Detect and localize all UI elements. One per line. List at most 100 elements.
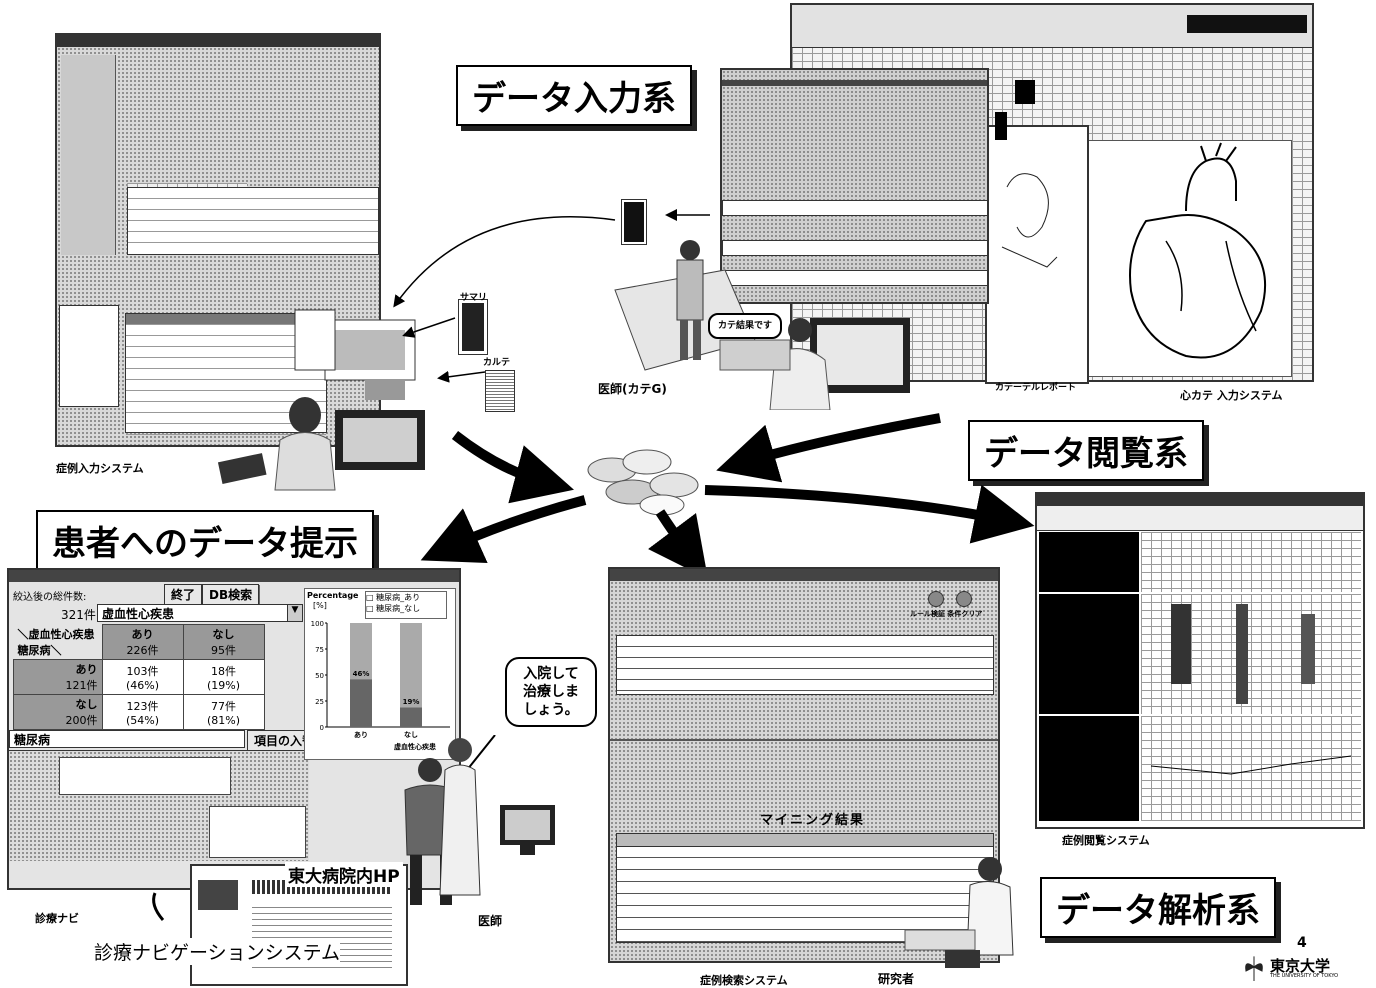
- end-button[interactable]: 終了: [164, 584, 203, 605]
- university-name: 東京大学: [1270, 957, 1331, 975]
- db-search-button[interactable]: DB検索: [202, 584, 260, 605]
- speech-line-2: 治療しま: [523, 684, 579, 700]
- cell-22: 77件: [211, 699, 236, 713]
- condition-rows[interactable]: [616, 635, 994, 695]
- window-titlebar: [57, 35, 379, 47]
- page-number: 4: [1297, 935, 1307, 951]
- trend-line: [1150, 755, 1352, 775]
- hospital-hp-caption: 東大病院内HP: [285, 862, 403, 887]
- navigation-system-caption: 診療ナビゲーションシステム: [94, 938, 341, 965]
- speech-line-3: しょう。: [523, 702, 579, 718]
- row-no: なし: [75, 698, 98, 711]
- cath-input-window: [720, 68, 989, 304]
- x-axis-title: 虚血性心疾患: [394, 742, 436, 751]
- item-select-value: 糖尿病: [14, 733, 51, 747]
- database-icon: [587, 449, 699, 516]
- search-controls: [616, 747, 992, 787]
- cell-21: 123件: [126, 699, 159, 713]
- medical-navi-caption: 診療ナビ: [35, 912, 79, 925]
- cell-12: 18件: [211, 664, 236, 678]
- patient-present-label: 患者へのデータ提示: [36, 510, 374, 571]
- y-tick-label: 0: [320, 724, 324, 732]
- side-panel: [61, 55, 116, 255]
- researcher-figure: [904, 857, 1014, 968]
- count-label: 絞込後の総件数:: [13, 592, 87, 603]
- x-tick-label: あり: [354, 730, 368, 739]
- y-tick-label: 25: [315, 698, 324, 706]
- data-input-label: データ入力系: [456, 65, 692, 126]
- operator-figure: [217, 309, 425, 491]
- x-tick-label: なし: [404, 730, 418, 739]
- col-no-count: 95件: [211, 644, 236, 657]
- filter-panel: [9, 750, 309, 861]
- cath-room-figure: [614, 240, 910, 410]
- cath-report-caption: カテーテルレポート: [995, 383, 1077, 393]
- report-doc-icon: [621, 199, 647, 245]
- chart-legend: □ 糖尿病_あり □ 糖尿病_なし: [365, 591, 447, 619]
- university-logo: 東京大学 THE UNIVERSITY OF TOKYO: [1240, 955, 1370, 983]
- case-search-window: ルール検証 条件クリア マイニング結果: [608, 567, 1000, 963]
- doctor-caption: 医師: [478, 914, 503, 928]
- cath-thumbnail-2: [995, 112, 1007, 140]
- header-left2: 糖尿病＼: [17, 643, 62, 657]
- disease-select[interactable]: 虚血性心疾患 ▼: [97, 604, 303, 622]
- col-yes-count: 226件: [126, 644, 159, 657]
- disease-select-value: 虚血性心疾患: [102, 607, 175, 621]
- legend-no: □ 糖尿病_なし: [366, 604, 421, 613]
- chevron-down-icon[interactable]: ▼: [287, 605, 302, 621]
- chart-doc: [485, 370, 515, 412]
- cath-thumbnail-1: [1015, 80, 1035, 104]
- cell-12-pct: (19%): [206, 678, 241, 692]
- speech-line-1: 入院して: [523, 666, 579, 682]
- researcher-caption: 研究者: [878, 972, 915, 986]
- header-left: ＼虚血性心疾患: [17, 627, 95, 641]
- sketch-drawing: [1001, 173, 1058, 268]
- university-name-en: THE UNIVERSITY OF TOKYO: [1270, 973, 1339, 979]
- y-tick-label: 50: [315, 672, 324, 680]
- summary-caption: サマリ: [460, 293, 488, 303]
- diagnosis-list: [127, 187, 379, 255]
- item-swap-button[interactable]: 項目の入替: [247, 730, 322, 751]
- item-select[interactable]: 糖尿病: [9, 730, 245, 748]
- bar-data-label: 46%: [353, 670, 370, 678]
- condition-table: [209, 806, 306, 858]
- cath-heart-panel: [1085, 140, 1292, 377]
- mining-title: マイニング結果: [760, 813, 866, 828]
- col-yes: あり: [131, 628, 154, 641]
- doctor-patient-figure: [404, 735, 555, 905]
- col-no: なし: [212, 628, 235, 641]
- cell-22-pct: (81%): [206, 713, 241, 727]
- data-analysis-label: データ解析系: [1040, 877, 1276, 938]
- bar-segment-yes: [400, 707, 422, 727]
- y-tick-label: 100: [311, 620, 324, 628]
- heart-drawing: [1129, 142, 1267, 359]
- bar-data-label: 19%: [403, 698, 420, 706]
- doctor-speech-bubble: 入院して 治療しま しょう。: [505, 657, 597, 727]
- chart-caption: カルテ: [483, 358, 511, 368]
- cardiac-cath-caption: 心カテ 入力システム: [1180, 389, 1283, 402]
- case-browse-window: [1035, 492, 1365, 829]
- case-browse-caption: 症例閲覧システム: [1062, 834, 1150, 847]
- case-input-window: [55, 33, 381, 447]
- mining-results-table[interactable]: [616, 833, 994, 943]
- doctor-cath-caption: 医師(カテG): [598, 382, 667, 396]
- case-input-caption: 症例入力システム: [56, 462, 144, 475]
- cath-speech-bubble: カテ結果です: [708, 313, 783, 339]
- cell-11: 103件: [126, 664, 159, 678]
- chart-yunit: [%]: [313, 601, 327, 610]
- legend-yes: □ 糖尿病_あり: [366, 593, 421, 602]
- count-value: 321件: [61, 608, 96, 622]
- filter-table: [59, 757, 231, 795]
- data-browse-label: データ閲覧系: [968, 420, 1204, 481]
- row-no-count: 200件: [65, 714, 98, 727]
- case-search-caption: 症例検索システム: [700, 974, 788, 987]
- ginkgo-icon: [1245, 956, 1263, 981]
- chart-ylabel: Percentage: [307, 591, 359, 600]
- indicator-icon: [928, 591, 944, 607]
- bar-segment-no: [400, 623, 422, 708]
- row-yes-count: 121件: [65, 679, 98, 692]
